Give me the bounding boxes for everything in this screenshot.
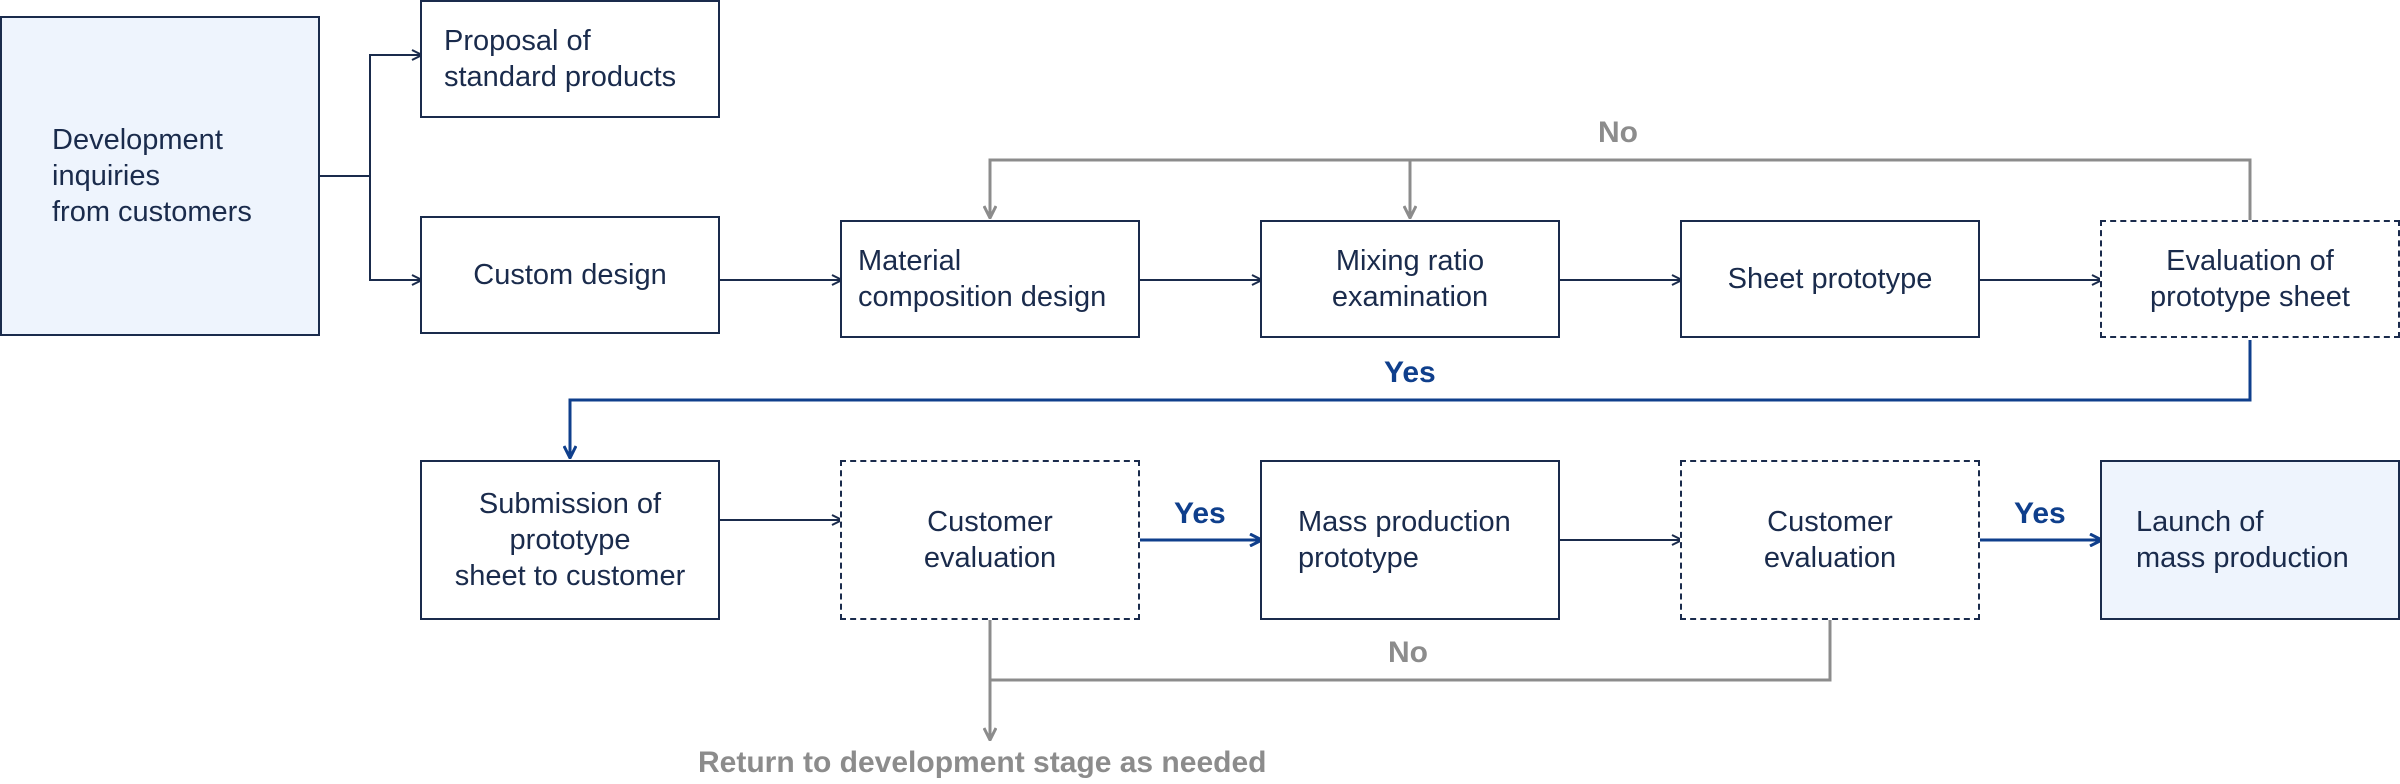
- connector-inquiries-custom: [369, 176, 422, 280]
- label-yes-left: Yes: [1174, 497, 1226, 530]
- node-customer-evaluation-2: Customer evaluation: [1680, 460, 1980, 620]
- label-no-top: No: [1598, 116, 1638, 149]
- node-sheet-prototype: Sheet prototype: [1680, 220, 1980, 338]
- label-return-development: Return to development stage as needed: [698, 746, 1267, 779]
- node-development-inquiries: Development inquiries from customers: [0, 16, 320, 336]
- label-no-bottom: No: [1388, 636, 1428, 669]
- node-mass-production-prototype: Mass production prototype: [1260, 460, 1560, 620]
- label-yes-right: Yes: [2014, 497, 2066, 530]
- connector-inquiries-trunk: [320, 55, 422, 177]
- node-mixing-ratio-examination: Mixing ratio examination: [1260, 220, 1560, 338]
- connector-no-return-eval2: [990, 620, 1832, 682]
- node-submission-prototype-sheet: Submission of prototype sheet to custome…: [420, 460, 720, 620]
- label-yes-mid: Yes: [1384, 356, 1436, 389]
- node-evaluation-prototype-sheet: Evaluation of prototype sheet: [2100, 220, 2400, 338]
- node-custom-design: Custom design: [420, 216, 720, 334]
- node-customer-evaluation-1: Customer evaluation: [840, 460, 1140, 620]
- connector-no-loop: [990, 158, 2252, 220]
- node-launch-mass-production: Launch of mass production: [2100, 460, 2400, 620]
- connector-yes-to-submission: [570, 340, 2252, 458]
- node-proposal-standard-products: Proposal of standard products: [420, 0, 720, 118]
- node-material-composition-design: Material composition design: [840, 220, 1140, 338]
